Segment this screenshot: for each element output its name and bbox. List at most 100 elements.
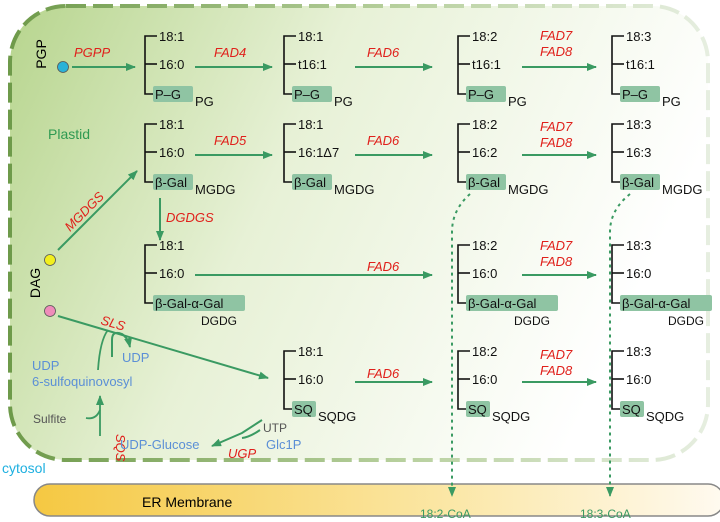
glycerol-backbone [283,123,296,183]
sn2-fatty-acid: 16:1Δ7 [298,145,339,160]
sn1-fatty-acid: 18:2 [472,344,497,359]
enzyme-fad8-pg: FAD8 [540,44,573,59]
utp-input-arrow [241,429,261,439]
udp-label: UDP [122,350,149,365]
glycerol-backbone [457,35,470,95]
cytosol-label: cytosol [2,460,46,476]
ugp-arrow [211,419,263,447]
lipid-class-label: SQDG [492,409,530,424]
plastid-label: Plastid [48,126,90,142]
lipid-class-label: PG [195,94,214,109]
lipid-class-label: MGDG [334,182,374,197]
enzyme-fad7-pg: FAD7 [540,28,573,43]
mgdgs-arrow [57,170,138,251]
sn2-fatty-acid: 16:3 [626,145,651,160]
enzyme-fad8-dgdg: FAD8 [540,254,573,269]
sn2-fatty-acid: 16:2 [472,145,497,160]
export-182-coa-arrow [448,193,471,497]
lipid-class-label: PG [334,94,353,109]
metabolite-labels: UDP UDP 6-sulfoquinovosyl UDP-Glucose Gl… [32,350,301,452]
headgroup-label: β-Gal [622,175,654,190]
lipid-class-label: MGDG [195,182,235,197]
sn1-fatty-acid: 18:2 [472,238,497,253]
lipid-class-label: MGDG [662,182,702,197]
sn1-fatty-acid: 18:1 [298,29,323,44]
sn2-fatty-acid: t16:1 [472,57,501,72]
sn1-fatty-acid: 18:1 [159,29,184,44]
headgroup-box [620,174,660,190]
glycerol-backbone [144,123,157,183]
lipid-class-label: PG [662,94,681,109]
enzyme-fad5: FAD5 [214,133,247,148]
sn1-fatty-acid: 18:1 [298,344,323,359]
lipid-pg-4: 18:3 t16:1P–G PG [611,29,681,109]
sn2-fatty-acid: t16:1 [298,57,327,72]
headgroup-label: β-Gal [155,175,187,190]
headgroup-box [620,401,644,417]
pgp-label: PGP [33,39,49,69]
headgroup-label: P–G [294,87,320,102]
enzyme-sqs: SQS [113,434,128,462]
er-membrane-label: ER Membrane [142,494,232,510]
enzyme-fad4: FAD4 [214,45,246,60]
dag-dot [44,254,56,266]
pathway-arrows [57,63,631,497]
headgroup-box [466,174,506,190]
headgroup-box [466,86,506,102]
headgroup-label: P–G [468,87,494,102]
headgroup-box [292,86,332,102]
er-membrane [33,483,720,517]
lipid-pg-2: 18:1 t16:1P–G PG [283,29,353,109]
sn2-fatty-acid: 16:0 [472,372,497,387]
enzyme-fad7-sqdg: FAD7 [540,347,573,362]
sn2-fatty-acid: t16:1 [626,57,655,72]
headgroup-label: β-Gal-α-Gal [622,296,691,311]
headgroup-box [620,295,712,311]
headgroup-label: SQ [468,402,487,417]
glycerol-backbone [457,123,470,183]
glycerol-backbone [283,35,296,95]
udp-sq-line1: UDP [32,358,59,373]
headgroup-box [466,401,490,417]
glc1p-label: Glc1P [266,437,301,452]
headgroup-box [620,86,660,102]
coa-182-label: 18:2-CoA [420,507,471,521]
enzyme-fad6-pg: FAD6 [367,45,400,60]
pgp-dot [57,61,69,73]
sn2-fatty-acid: 16:0 [626,266,651,281]
sn2-fatty-acid: 16:0 [626,372,651,387]
glycerol-backbone [611,123,624,183]
headgroup-label: SQ [622,402,641,417]
coa-183-label: 18:3-CoA [580,507,631,521]
enzyme-fad6-dgdg: FAD6 [367,259,400,274]
sn1-fatty-acid: 18:3 [626,29,651,44]
lipid-class-label: SQDG [318,409,356,424]
udp-glucose-label: UDP-Glucose [120,437,199,452]
enzyme-ugp: UGP [228,446,257,461]
sn2-fatty-acid: 16:0 [159,266,184,281]
headgroup-label: P–G [155,87,181,102]
headgroup-label: β-Gal [294,175,326,190]
sn1-fatty-acid: 18:2 [472,117,497,132]
lipid-sqdg-2: 18:2 16:0SQ SQDG [457,344,530,424]
utp-label: UTP [263,421,287,435]
headgroup-label: SQ [294,402,313,417]
lipid-class-label: SQDG [646,409,684,424]
dag-label: DAG [27,268,43,298]
glycerol-backbone [144,35,157,95]
enzyme-fad8-sqdg: FAD8 [540,363,573,378]
enzyme-sls: SLS [99,312,127,333]
headgroup-label: P–G [622,87,648,102]
sn1-fatty-acid: 18:1 [159,117,184,132]
sulfite-input-arrow [85,409,101,420]
